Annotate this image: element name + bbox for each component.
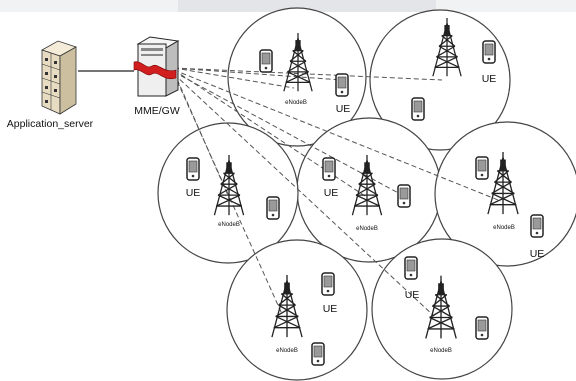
cell-bottom-left <box>226 239 368 381</box>
ue-label: UE <box>336 103 351 115</box>
mobile-phone-icon <box>475 156 489 180</box>
ue-label: UE <box>324 187 339 199</box>
mobile-phone-icon <box>259 49 273 73</box>
mobile-phone-icon <box>311 342 325 366</box>
enodeb-label: eNodeB <box>276 348 298 354</box>
cell-bottom-right <box>371 238 513 380</box>
gateway-box-icon <box>133 36 180 97</box>
mobile-phone-icon <box>404 256 418 280</box>
ue-label: UE <box>323 303 338 315</box>
mobile-phone-icon <box>321 272 335 296</box>
enodeb-label: eNodeB <box>356 226 378 232</box>
enodeb-label: eNodeB <box>493 225 515 231</box>
ue-label: UE <box>186 187 201 199</box>
mobile-phone-icon <box>530 214 544 238</box>
gateway-label: MME/GW <box>134 105 180 117</box>
top-band-highlight <box>178 0 436 12</box>
mobile-phone-icon <box>322 157 336 181</box>
mobile-phone-icon <box>411 97 425 121</box>
server-rack-icon <box>41 40 77 115</box>
server-label: Application_server <box>7 118 94 130</box>
enodeb-label: eNodeB <box>218 222 240 228</box>
gateway-links <box>173 67 499 317</box>
ue-label: UE <box>530 248 545 260</box>
top-band <box>0 0 576 12</box>
enodeb-label: eNodeB <box>285 100 307 106</box>
mobile-phone-icon <box>186 157 200 181</box>
mobile-phone-icon <box>335 73 349 97</box>
mobile-phone-icon <box>482 40 496 64</box>
ue-label: UE <box>405 289 420 301</box>
mobile-phone-icon <box>397 184 411 208</box>
mobile-phone-icon <box>266 196 280 220</box>
enodeb-label: eNodeB <box>430 348 452 354</box>
ue-label: UE <box>482 73 497 85</box>
mobile-phone-icon <box>475 316 489 340</box>
